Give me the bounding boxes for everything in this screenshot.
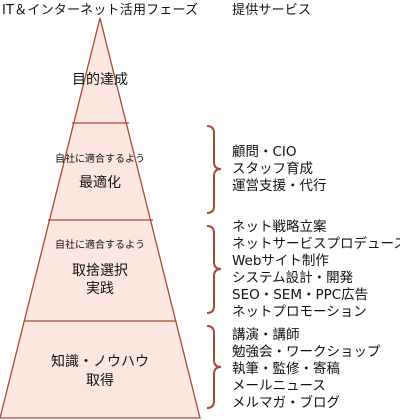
service-bracket-3 xyxy=(206,325,222,409)
service-item: ネットプロモーション xyxy=(232,304,367,320)
service-item: システム設計・開発 xyxy=(232,270,354,286)
service-item: Webサイト制作 xyxy=(232,253,329,269)
service-item: 勉強会・ワークショップ xyxy=(232,344,381,360)
service-group-2: ネット戦略立案 ネットサービスプロデュース Webサイト制作 システム設計・開発… xyxy=(232,219,400,321)
tier-2-label: 最適化 xyxy=(79,175,121,191)
service-item: SEO・SEM・PPC広告 xyxy=(232,287,369,303)
service-item: 講演・講師 xyxy=(232,327,300,343)
services-header: 提供サービス xyxy=(232,3,312,18)
tier-3-label-line1: 取捨選択 xyxy=(72,263,128,279)
service-item: 執筆・監修・寄稿 xyxy=(232,361,340,377)
tier-4-label-line2: 取得 xyxy=(86,373,114,389)
service-item: 顧問・CIO xyxy=(232,144,297,160)
tier-3-sub: 自社に適合するよう xyxy=(55,240,145,251)
phase-header: IT＆インターネット活用フェーズ xyxy=(2,3,199,18)
service-item: メルマガ・ブログ xyxy=(232,395,340,411)
service-item: ネット戦略立案 xyxy=(232,219,327,235)
service-item: メールニュース xyxy=(232,378,326,394)
service-bracket-1 xyxy=(206,125,222,214)
service-group-1: 顧問・CIO スタッフ育成 運営支援・代行 xyxy=(232,144,327,195)
tier-1-label: 目的達成 xyxy=(72,72,128,88)
pyramid-shape xyxy=(0,17,201,419)
tier-2-sub: 自社に適合するよう xyxy=(55,154,145,165)
service-item: スタッフ育成 xyxy=(232,161,313,177)
service-item: ネットサービスプロデュース xyxy=(232,236,400,252)
tier-4-label-line1: 知識・ノウハウ xyxy=(51,354,149,370)
service-bracket-2 xyxy=(206,225,222,314)
tier-3-label-line2: 実践 xyxy=(86,281,114,297)
service-item: 運営支援・代行 xyxy=(232,178,327,194)
service-group-3: 講演・講師 勉強会・ワークショップ 執筆・監修・寄稿 メールニュース メルマガ・… xyxy=(232,327,381,412)
